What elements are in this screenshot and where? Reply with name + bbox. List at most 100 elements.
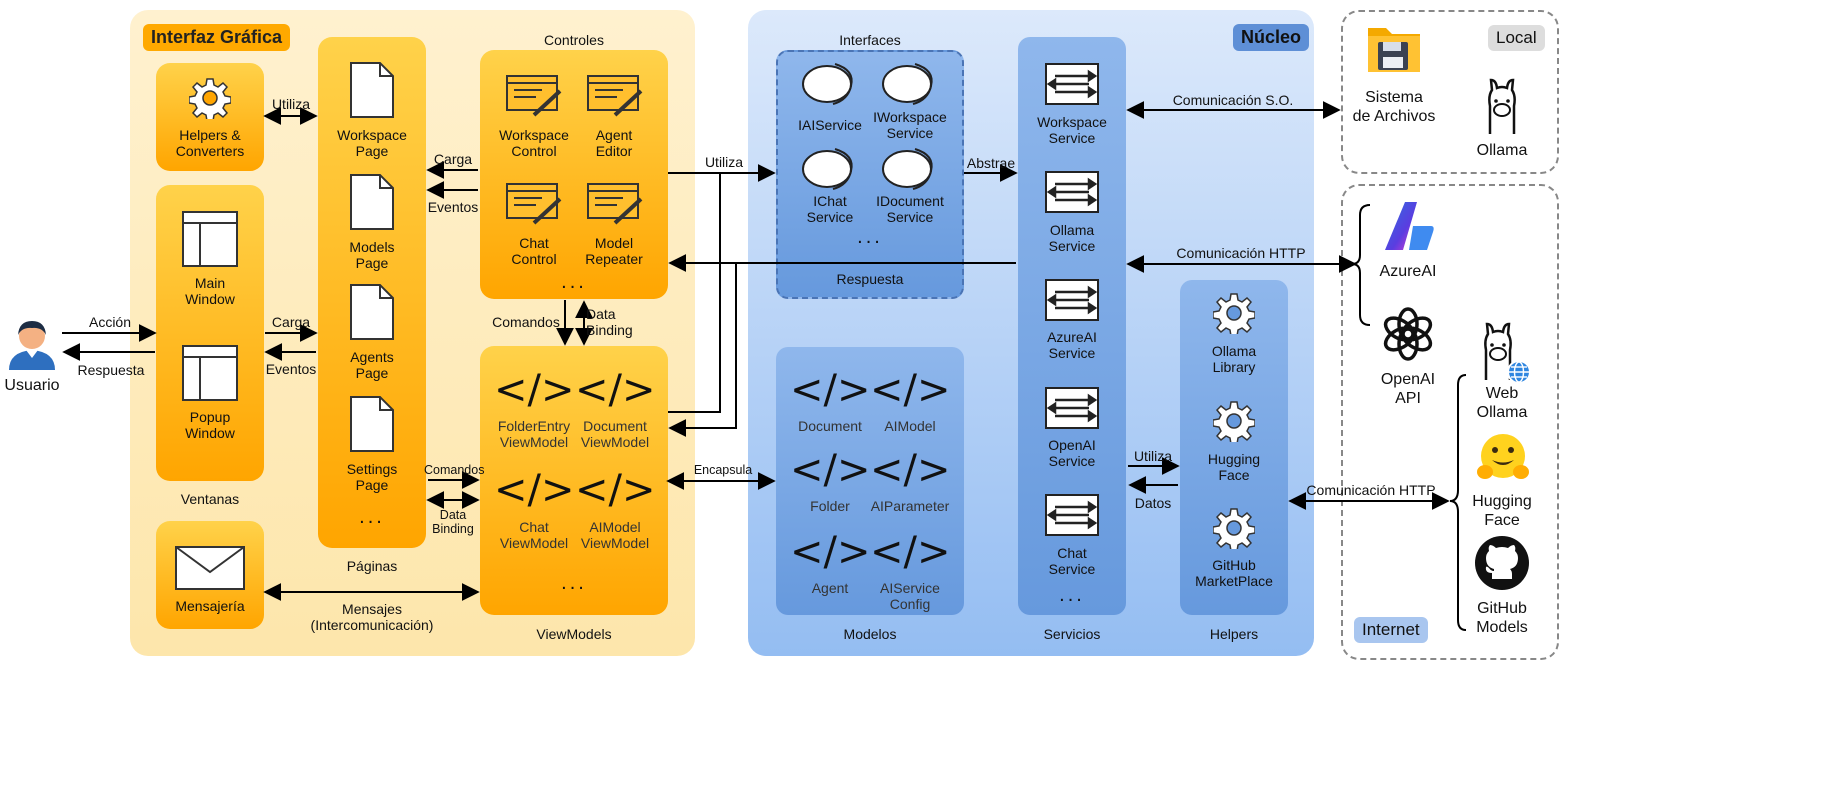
- windows-group-label: Ventanas: [180, 491, 240, 507]
- hugging-face-icon: [1477, 434, 1529, 479]
- controls-more: ...: [561, 271, 587, 293]
- label-abstrae: Abstrae: [966, 155, 1016, 171]
- interfaces-more: ...: [857, 226, 883, 248]
- viewmodels-more: ...: [561, 572, 587, 594]
- gear-icon: [1213, 401, 1255, 442]
- folder-model-label: Folder: [810, 498, 850, 514]
- openai-label: OpenAI API: [1380, 371, 1436, 407]
- control-edit-icon: [506, 183, 562, 225]
- ichat-label: IChat Service: [806, 193, 854, 225]
- chat-vm-label: Chat ViewModel: [499, 519, 569, 551]
- code-icon: </>: [494, 367, 575, 413]
- gear-icon: [1213, 293, 1255, 334]
- brace-internet: [1449, 374, 1467, 631]
- azure-ai-icon: [1385, 202, 1434, 250]
- label-utiliza-helpers-core: Utiliza: [1133, 448, 1173, 464]
- page-icon: [350, 174, 394, 230]
- internet-group: [1341, 184, 1559, 660]
- filesystem-label: Sistema de Archivos: [1352, 89, 1436, 125]
- github-marketplace-label: GitHub MarketPlace: [1195, 557, 1273, 589]
- switch-icon: [1045, 63, 1099, 105]
- folder-disk-icon: [1368, 28, 1420, 72]
- ollama-local-label: Ollama: [1476, 142, 1528, 159]
- interfaces-title: Interfaces: [839, 32, 901, 48]
- aiparameter-model-label: AIParameter: [870, 498, 950, 514]
- ollama-service-label: Ollama Service: [1048, 222, 1096, 254]
- models-group-label: Modelos: [843, 626, 897, 642]
- switch-icon: [1045, 279, 1099, 321]
- document-vm-label: Document ViewModel: [580, 418, 650, 450]
- services-more: ...: [1059, 584, 1085, 606]
- controls-title: Controles: [544, 32, 604, 48]
- helpers-label: Helpers & Converters: [175, 127, 245, 159]
- agent-editor-label: Agent Editor: [595, 127, 633, 159]
- code-icon: </>: [790, 447, 871, 493]
- local-group: [1341, 10, 1559, 174]
- code-icon: </>: [575, 367, 656, 413]
- iworkspace-label: IWorkspace Service: [873, 109, 947, 141]
- label-respuesta-user: Respuesta: [77, 362, 145, 378]
- code-icon: </>: [575, 467, 656, 513]
- chat-service-label: Chat Service: [1048, 545, 1096, 577]
- workspace-page-label: Workspace Page: [337, 127, 407, 159]
- label-eventos-ctrl: Eventos: [427, 199, 479, 215]
- interface-lollipop-icon: [802, 63, 853, 105]
- idocument-label: IDocument Service: [876, 193, 944, 225]
- window-icon: [182, 345, 238, 401]
- label-comandos-ctrl: Comandos: [492, 314, 560, 330]
- chat-control-label: Chat Control: [511, 235, 557, 267]
- label-carga-ctrl: Carga: [433, 151, 473, 167]
- code-icon: </>: [790, 367, 871, 413]
- label-eventos-win: Eventos: [265, 361, 317, 377]
- label-com-http1: Comunicación HTTP: [1176, 245, 1306, 261]
- control-edit-icon: [587, 75, 643, 117]
- aimodel-model-label: AIModel: [884, 418, 936, 434]
- control-edit-icon: [587, 183, 643, 225]
- code-icon: </>: [870, 367, 951, 413]
- github-icon: [1475, 536, 1529, 590]
- azureai-service-label: AzureAI Service: [1047, 329, 1097, 361]
- interface-lollipop-icon: [882, 148, 933, 190]
- internet-tag: Internet: [1354, 617, 1428, 643]
- line-vm-to-utiliza: [668, 173, 721, 413]
- label-mensajes: Mensajes (Intercomunicación): [310, 601, 434, 633]
- agents-page-label: Agents Page: [350, 349, 394, 381]
- ui-section-title: Interfaz Gráfica: [143, 24, 291, 51]
- document-model-label: Document: [798, 418, 862, 434]
- interface-lollipop-icon: [882, 63, 933, 105]
- page-icon: [350, 62, 394, 118]
- viewmodels-box: [480, 346, 668, 615]
- web-ollama-icon: [1484, 322, 1531, 384]
- label-com-so: Comunicación S.O.: [1172, 92, 1294, 108]
- label-accion: Acción: [88, 314, 132, 330]
- envelope-icon: [175, 546, 245, 590]
- control-edit-icon: [506, 75, 562, 117]
- local-tag: Local: [1488, 25, 1545, 51]
- web-ollama-label: Web Ollama: [1476, 385, 1528, 421]
- label-databinding-pages: Data Binding: [432, 508, 474, 536]
- openai-icon: [1383, 307, 1433, 361]
- hugging-helper-label: Hugging Face: [1207, 451, 1261, 483]
- label-utiliza-helpers: Utiliza: [271, 96, 311, 112]
- interfaces-footer-label: Respuesta: [836, 271, 904, 287]
- gear-icon: [189, 78, 231, 119]
- ollama-library-label: Ollama Library: [1211, 343, 1257, 375]
- switch-icon: [1045, 494, 1099, 536]
- openai-service-label: OpenAI Service: [1048, 437, 1096, 469]
- brace-azure-openai: [1351, 204, 1371, 326]
- model-repeater-label: Model Repeater: [585, 235, 643, 267]
- settings-page-label: Settings Page: [346, 461, 398, 493]
- helpers-core-group-label: Helpers: [1209, 626, 1259, 642]
- main-window-label: Main Window: [185, 275, 235, 307]
- models-page-label: Models Page: [349, 239, 395, 271]
- code-icon: </>: [870, 529, 951, 575]
- label-utiliza-core: Utiliza: [704, 154, 744, 170]
- agent-model-label: Agent: [811, 580, 849, 596]
- code-icon: </>: [870, 447, 951, 493]
- pages-more: ...: [359, 506, 385, 528]
- label-encapsula: Encapsula: [693, 463, 753, 477]
- pages-group-label: Páginas: [346, 558, 398, 574]
- github-models-label: GitHub Models: [1476, 600, 1528, 636]
- aiservice-config-label: AIService Config: [880, 580, 940, 612]
